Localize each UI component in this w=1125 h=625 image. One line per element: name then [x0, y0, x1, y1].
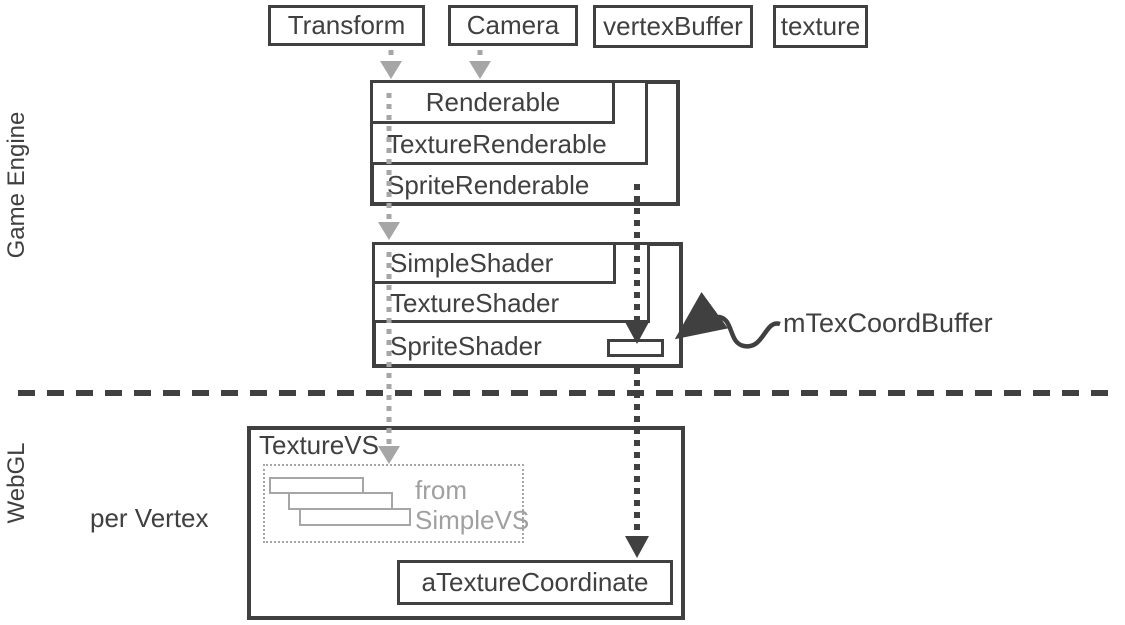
vertexbuffer-box: vertexBuffer [593, 5, 753, 48]
simple-shader-box [372, 242, 616, 284]
webgl-region-label: WebGL [3, 442, 30, 524]
texture-shader-label: TextureShader [390, 287, 560, 318]
renderable-label: Renderable [425, 86, 561, 117]
camera-arrow [469, 50, 491, 79]
texturevs-title: TextureVS [259, 430, 379, 460]
snippet-caption: from SimpleVS [415, 475, 529, 535]
texture-renderable-label: TextureRenderable [387, 128, 607, 159]
renderable-box [370, 80, 615, 124]
snippet-caption-line1: from [415, 475, 467, 505]
per-vertex-label: per Vertex [90, 503, 209, 533]
atexturecoordinate-box: aTextureCoordinate [397, 560, 673, 605]
simple-shader-label: SimpleShader [390, 247, 554, 278]
camera-box: Camera [448, 5, 578, 46]
simplevs-snippet-group [263, 464, 524, 543]
snippet-caption-line2: SimpleVS [415, 505, 530, 535]
sprite-renderable-label: SpriteRenderable [387, 169, 590, 200]
transform-arrow [380, 50, 402, 79]
texture-box: texture [773, 5, 868, 48]
transform-box: Transform [268, 5, 425, 46]
game-engine-region-label: Game Engine [3, 111, 30, 259]
sprite-shader-label: SpriteShader [390, 330, 542, 361]
tex-coord-buffer-slot [607, 339, 664, 357]
mtexcoordbuffer-callout-arrow [674, 291, 781, 349]
mtexcoordbuffer-label: mTexCoordBuffer [783, 308, 993, 338]
code-line-rect-3 [299, 508, 411, 526]
